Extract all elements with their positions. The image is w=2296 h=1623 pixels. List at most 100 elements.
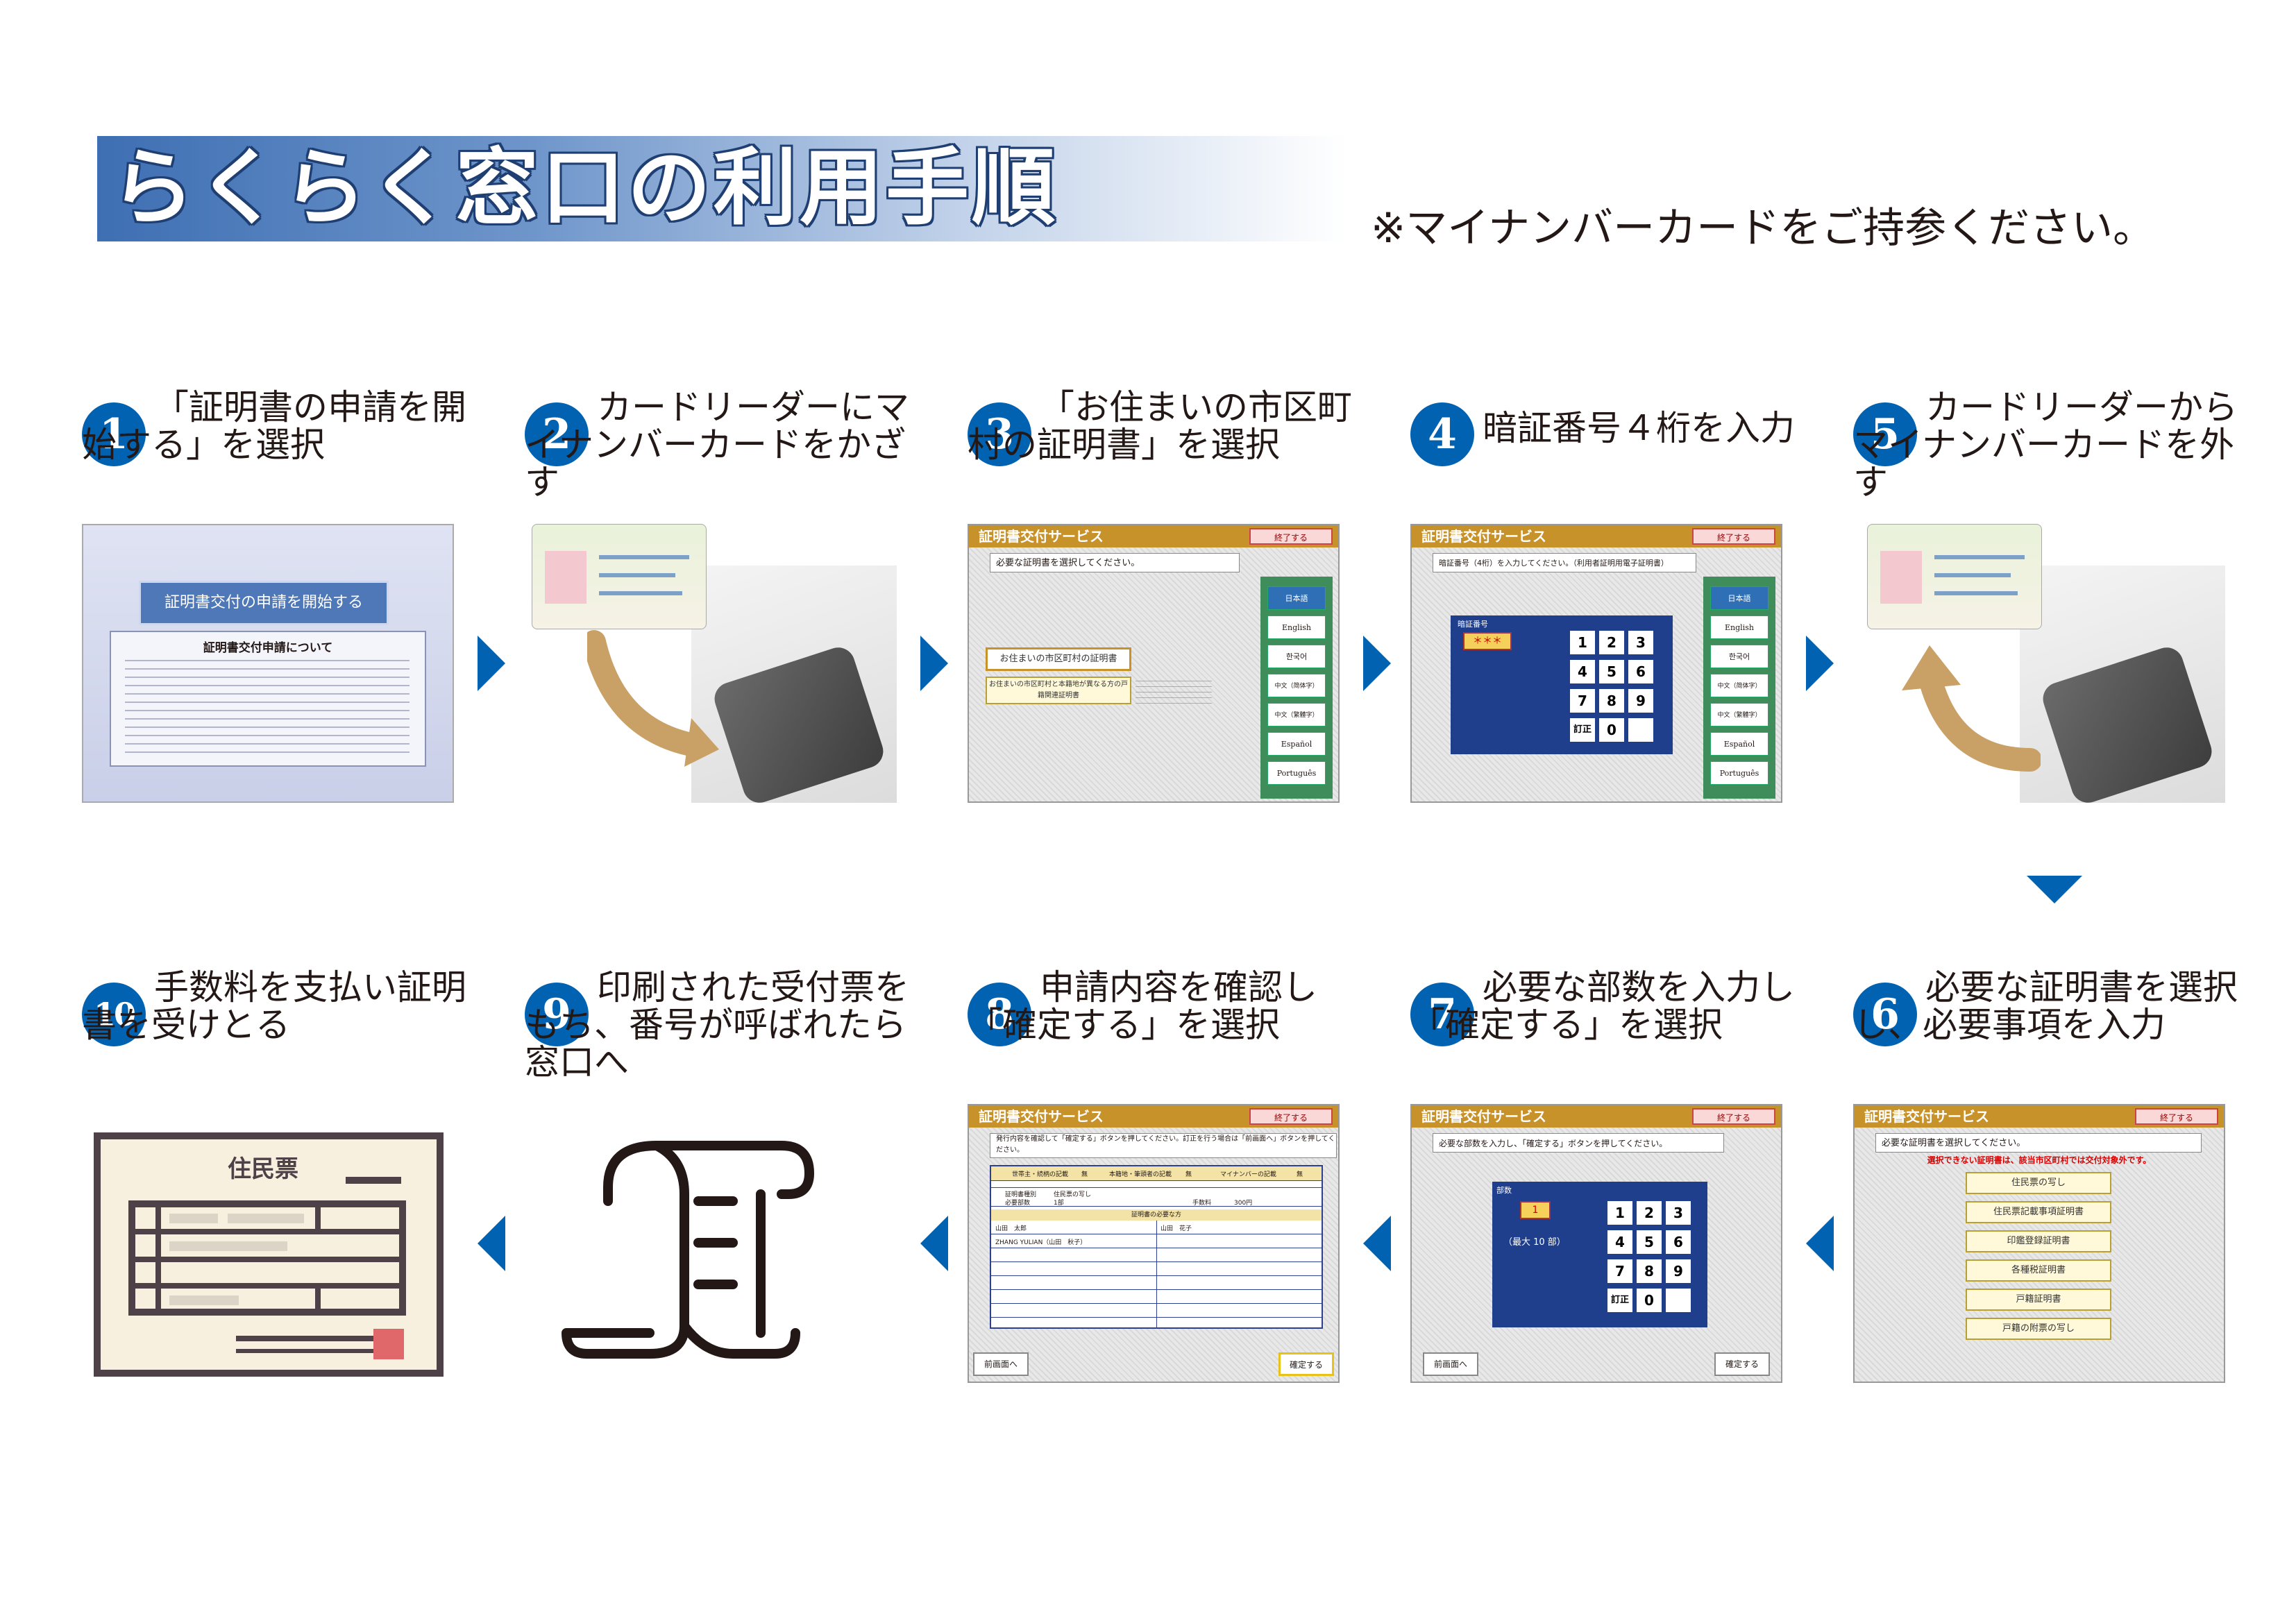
end-button[interactable]: 終了する [1692, 1108, 1775, 1125]
end-button[interactable]: 終了する [1692, 528, 1775, 545]
key-2[interactable]: 2 [1637, 1201, 1662, 1225]
notice-text: ※マイナンバーカードをご持参ください。 [1371, 204, 2155, 253]
step-text: 「お住まいの市区町村の証明書」を選択 [968, 387, 1352, 465]
language-panel: 日本語 English 한국어 中文（简体字） 中文（繁體字） Español … [1260, 577, 1333, 799]
key-8[interactable]: 8 [1637, 1259, 1662, 1283]
help-text [1136, 681, 1212, 704]
key-correct[interactable]: 訂正 [1607, 1289, 1632, 1312]
key-7[interactable]: 7 [1607, 1259, 1632, 1283]
lang-button[interactable]: Español [1710, 732, 1769, 756]
arrow-right-icon [1806, 636, 1834, 691]
municipality-cert-button[interactable]: お住まいの市区町村の証明書 [986, 647, 1131, 671]
card-reader-photo [525, 524, 897, 803]
key-4[interactable]: 4 [1570, 660, 1595, 683]
back-button[interactable]: 前画面へ [973, 1352, 1029, 1376]
cell: 世帯主・続柄の記載 [1012, 1171, 1069, 1178]
end-button[interactable]: 終了する [2135, 1108, 2218, 1125]
step-6: 6 必要な証明書を選択し、必要事項を入力 証明書交付サービス 終了する 必要な証… [1853, 969, 2242, 1441]
key-2[interactable]: 2 [1599, 631, 1624, 654]
key-3[interactable]: 3 [1628, 631, 1653, 654]
step-4: 4 暗証番号４桁を入力 証明書交付サービス 終了する 暗証番号（4桁）を入力して… [1410, 389, 1799, 860]
step-9: 9 印刷された受付票をもち、番号が呼ばれたら窓口へ [525, 969, 913, 1441]
lang-button[interactable]: 日本語 [1710, 586, 1769, 610]
cert-option[interactable]: 住民票の写し [1966, 1172, 2111, 1194]
key-blank[interactable] [1666, 1289, 1691, 1312]
step-text: 必要な証明書を選択し、必要事項を入力 [1853, 967, 2238, 1045]
lang-button[interactable]: 中文（繁體字） [1267, 703, 1326, 726]
end-button[interactable]: 終了する [1249, 1108, 1333, 1125]
lang-button[interactable]: 中文（简体字） [1710, 674, 1769, 697]
lang-button[interactable]: Português [1710, 761, 1769, 785]
lang-button[interactable]: 中文（繁體字） [1710, 703, 1769, 726]
copies-label: 部数 [1496, 1186, 1512, 1195]
cert-option[interactable]: 戸籍証明書 [1966, 1289, 2111, 1311]
lang-button[interactable]: English [1710, 615, 1769, 639]
kiosk-screen-select-municipality: 証明書交付サービス 終了する 必要な証明書を選択してください。 お住まいの市区町… [968, 524, 1340, 803]
summary-table: 世帯主・続柄の記載 無 本籍地・筆頭者の記載 無 マイナンバーの記載 無 証明書… [990, 1165, 1323, 1329]
step-7: 7 必要な部数を入力し「確定する」を選択 証明書交付サービス 終了する 必要な部… [1410, 969, 1799, 1441]
cell: 300円 [1234, 1200, 1253, 1207]
step-3: 3 「お住まいの市区町村の証明書」を選択 証明書交付サービス 終了する 必要な証… [968, 389, 1356, 860]
key-6[interactable]: 6 [1628, 660, 1653, 683]
key-0[interactable]: 0 [1637, 1289, 1662, 1312]
cert-option[interactable]: 印鑑登録証明書 [1966, 1230, 2111, 1252]
key-9[interactable]: 9 [1666, 1259, 1691, 1283]
lang-button[interactable]: 한국어 [1710, 645, 1769, 668]
about-title: 証明書交付申請について [203, 641, 333, 655]
key-5[interactable]: 5 [1637, 1230, 1662, 1254]
key-4[interactable]: 4 [1607, 1230, 1632, 1254]
certificate-icon [94, 1132, 444, 1377]
cell: 無 [1297, 1171, 1303, 1178]
key-8[interactable]: 8 [1599, 689, 1624, 713]
lang-button[interactable]: 日本語 [1267, 586, 1326, 610]
confirm-button[interactable]: 確定する [1278, 1352, 1334, 1376]
key-1[interactable]: 1 [1607, 1201, 1632, 1225]
family-register-cert-button[interactable]: お住まいの市区町村と本籍地が異なる方の戸籍関連証明書 [986, 677, 1131, 704]
lang-button[interactable]: English [1267, 615, 1326, 639]
step-10: 10 手数料を支払い証明書を受けとる 住民票 [82, 969, 471, 1441]
lang-button[interactable]: 中文（简体字） [1267, 674, 1326, 697]
key-0[interactable]: 0 [1599, 718, 1624, 742]
back-button[interactable]: 前画面へ [1423, 1352, 1478, 1376]
lang-button[interactable]: 한국어 [1267, 645, 1326, 668]
key-9[interactable]: 9 [1628, 689, 1653, 713]
key-3[interactable]: 3 [1666, 1201, 1691, 1225]
copies-input[interactable]: 1 [1520, 1201, 1551, 1219]
step-number: 1 [82, 402, 146, 466]
arrow-left-icon [478, 1216, 505, 1271]
pin-label: 暗証番号 [1458, 620, 1488, 629]
options-row: 世帯主・続柄の記載 無 本籍地・筆頭者の記載 無 マイナンバーの記載 無 [991, 1166, 1322, 1181]
key-blank[interactable] [1628, 718, 1653, 742]
cert-option[interactable]: 戸籍の附票の写し [1966, 1318, 2111, 1340]
step-number: 6 [1853, 983, 1917, 1046]
end-button[interactable]: 終了する [1249, 528, 1333, 545]
about-lines [125, 660, 410, 757]
instruction-text: 発行内容を確認して「確定する」ボタンを押してください。訂正を行う場合は「前画面へ… [990, 1133, 1337, 1158]
start-application-button[interactable]: 証明書交付の申請を開始する [139, 581, 389, 625]
key-5[interactable]: 5 [1599, 660, 1624, 683]
key-6[interactable]: 6 [1666, 1230, 1691, 1254]
key-1[interactable]: 1 [1570, 631, 1595, 654]
step-text: カードリーダーにマイナンバーカードをかざす [525, 387, 909, 502]
certificate-illustration: 住民票 [82, 1104, 454, 1383]
arrow-right-icon [920, 636, 948, 691]
pin-input[interactable]: ＊＊＊ [1463, 632, 1512, 650]
cell: 1部 [1054, 1200, 1064, 1207]
person-name: 山田 花子 [1160, 1225, 1192, 1232]
cert-option[interactable]: 住民票記載事項証明書 [1966, 1201, 2111, 1223]
persons-header: 証明書の必要な方 [991, 1209, 1322, 1221]
lang-button[interactable]: Español [1267, 732, 1326, 756]
confirm-button[interactable]: 確定する [1714, 1352, 1770, 1376]
key-correct[interactable]: 訂正 [1570, 718, 1595, 742]
person-name: ZHANG YULIAN（山田 秋子） [995, 1239, 1087, 1246]
cert-row: 証明書種別 住民票の写し 必要部数 1部 手数料 300円 [991, 1187, 1322, 1207]
lang-button[interactable]: Português [1267, 761, 1326, 785]
step-text: 暗証番号４桁を入力 [1483, 408, 1795, 448]
kiosk-title: 証明書交付サービス [1421, 1108, 1546, 1125]
arrow-right-icon [478, 636, 505, 691]
key-7[interactable]: 7 [1570, 689, 1595, 713]
step-number: 10 [82, 983, 146, 1046]
arrow-curve-icon [587, 630, 719, 767]
cert-option[interactable]: 各種税証明書 [1966, 1259, 2111, 1282]
certificate-label: 住民票 [228, 1155, 298, 1183]
